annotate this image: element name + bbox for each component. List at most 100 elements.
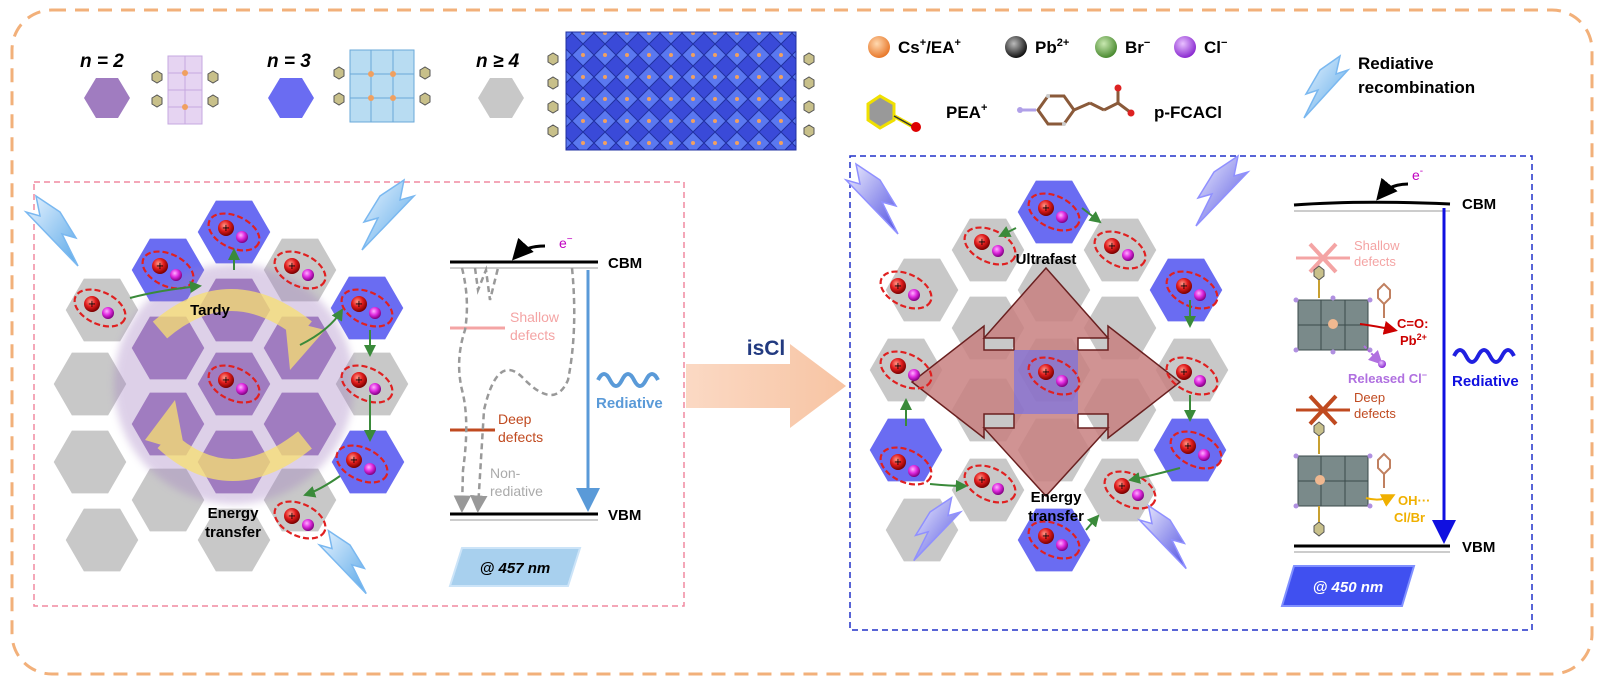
ultrafast-label: Ultrafast [1016,251,1077,268]
left-energy-diagram: CBM VBM e− Shallow defects Deep defects … [448,234,663,587]
lightning-bolt-icon [1136,503,1187,570]
left-rediative-label: Rediative [596,395,663,412]
legend-n4-label: n ≥ 4 [476,51,520,72]
left-energy-label-2: transfer [205,524,261,541]
right-panel-box [849,155,1533,631]
exciton-pair: + [335,444,389,484]
svg-text:+: + [1042,531,1050,542]
right-energy-diagram: CBM VBM e- Shallow defects C=O: Pb2+ Rel… [1280,166,1519,607]
legend-pb-label: Pb2+ [1035,37,1069,57]
left-electron-label: e− [559,234,573,251]
right-crystal-block-2 [1293,421,1391,537]
electron-ball-icon [1104,238,1120,254]
hexagon-cell [194,505,274,575]
legend-recomb-line1: Rediative [1358,54,1434,73]
left-nonradiative-paths [453,265,576,513]
left-nonrad-label-1: Non- [490,465,521,481]
hole-ball-icon [1122,249,1134,261]
electron-ball-icon [152,258,168,274]
tardy-label: Tardy [190,302,230,319]
exciton-pair: + [207,212,261,252]
electron-ball-icon [1176,278,1192,294]
svg-text:+: + [222,223,230,234]
left-emission-wave-icon [596,372,660,388]
legend-n2-label: n = 2 [80,51,124,72]
electron-ball-icon [284,258,300,274]
hexagon-cell [1080,215,1160,285]
electron-ball-icon [1180,438,1196,454]
exciton-pair: + [1165,270,1219,310]
electron-ball-icon [890,454,906,470]
left-cbm-label: CBM [608,255,642,272]
svg-text:+: + [1118,481,1126,492]
lightning-bolt-icon [361,178,417,251]
hole-ball-icon [992,483,1004,495]
exciton-pair: + [340,364,394,404]
lightning-bolt-icon [1195,154,1251,227]
pb-ball-icon [1005,36,1027,58]
legend-cl-label: Cl− [1204,37,1227,57]
hole-ball-icon [908,289,920,301]
svg-text:+: + [355,375,363,386]
exciton-pair: + [1165,356,1219,396]
right-wavelength-label: @ 450 nm [1313,579,1384,596]
legend: n = 2 n = 3 n [80,31,1475,151]
left-vbm-label: VBM [608,507,641,524]
right-emission-wave-icon [1452,348,1516,364]
right-vbm-label: VBM [1462,539,1495,556]
electron-ball-icon [1038,528,1054,544]
pea-icon [866,94,921,132]
electron-ball-icon [974,234,990,250]
tardy-swirl-arrows [145,289,325,481]
hole-ball-icon [302,269,314,281]
left-deep-label-1: Deep [498,411,532,427]
outer-frame [10,8,1594,676]
hole-ball-icon [1056,375,1068,387]
svg-text:+: + [350,455,358,466]
right-co-label-1: C=O: [1397,316,1428,331]
cl-ball-icon [1174,36,1196,58]
right-cbm-line [1293,200,1451,207]
legend-n3-hexagon [268,78,314,118]
left-deep-label-2: defects [498,429,543,445]
hole-ball-icon [236,231,248,243]
electron-ball-icon [974,472,990,488]
hexagon-cell [62,275,142,345]
electron-ball-icon [1038,200,1054,216]
electron-ball-icon [346,452,362,468]
hole-ball-icon [1194,289,1206,301]
hole-ball-icon [364,463,376,475]
svg-text:+: + [1180,281,1188,292]
electron-ball-icon [890,278,906,294]
hole-ball-icon [369,383,381,395]
exciton-pair: + [73,288,127,328]
hole-ball-icon [302,519,314,531]
right-crystal-block-1 [1293,265,1391,355]
exciton-pair: + [1027,192,1081,232]
svg-text:+: + [222,375,230,386]
left-exciton-pairs: +++++++++ [73,212,394,540]
svg-text:+: + [355,299,363,310]
iscl-label: isCl [747,337,786,360]
left-wavelength-plate [448,547,582,587]
legend-pea-label: PEA+ [946,102,987,122]
svg-text:+: + [156,261,164,272]
lightning-bolt-icon [843,162,899,235]
hole-ball-icon [908,369,920,381]
exciton-pair: + [879,350,933,390]
hole-ball-icon [369,307,381,319]
svg-text:+: + [1180,367,1188,378]
lightning-bolt-icon [316,528,367,595]
electron-ball-icon [1176,364,1192,380]
right-electron-label: e- [1412,166,1423,183]
electron-ball-icon [1114,478,1130,494]
left-wavelength-label: @ 457 nm [480,560,551,577]
exciton-pair: + [1093,230,1147,270]
legend-n3-label: n = 3 [267,51,311,72]
legend-cs-label: Cs+/EA+ [898,37,961,57]
svg-text:+: + [1184,441,1192,452]
svg-text:+: + [1042,367,1050,378]
left-panel-box [33,181,685,607]
right-oh-label-2: Cl/Br [1394,510,1425,525]
